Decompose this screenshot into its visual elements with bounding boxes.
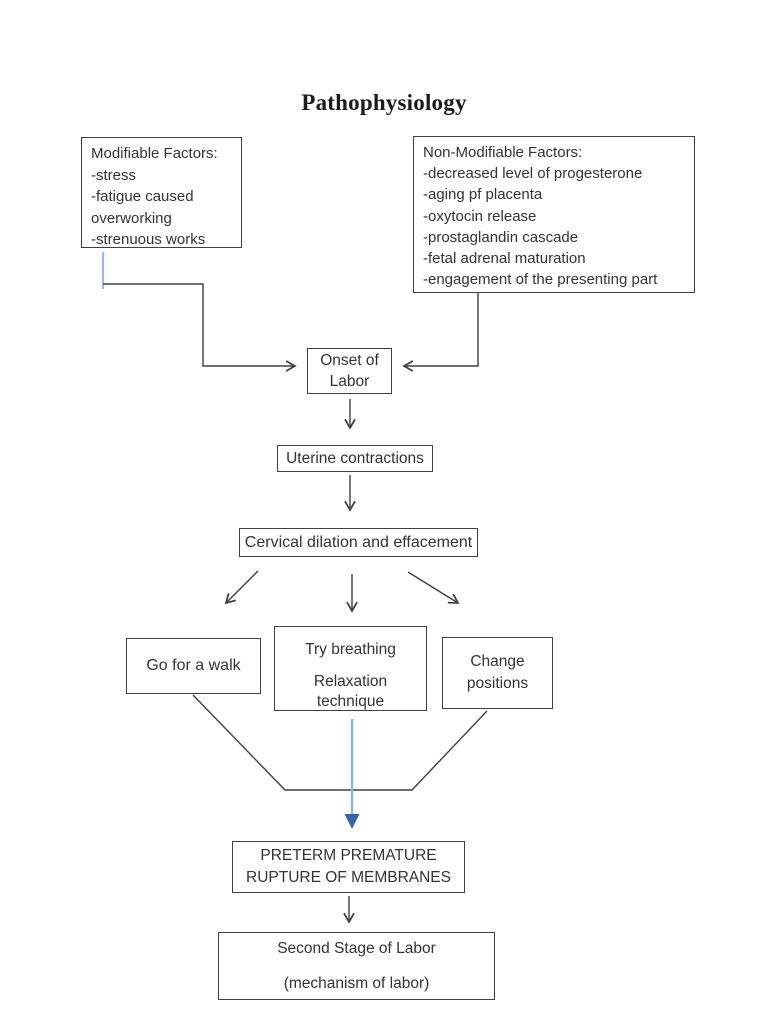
cervical-dilation-label: Cervical dilation and effacement xyxy=(244,533,473,551)
try-breathing-label: Try breathing xyxy=(305,641,396,658)
second-stage-label: Second Stage of Labor xyxy=(277,940,436,957)
arrow-cervical-to-change xyxy=(407,571,460,604)
non-modifiable-factors-box: Non-Modifiable Factors:-decreased level … xyxy=(413,136,695,293)
go-for-a-walk-box: Go for a walk xyxy=(126,638,261,694)
go-for-a-walk-label: Go for a walk xyxy=(146,657,241,675)
arrow-modifiable-to-onset xyxy=(103,283,297,372)
relaxation-technique-label: Relaxation technique xyxy=(313,672,388,710)
converging-lines xyxy=(192,694,488,791)
second-stage-box: Second Stage of Labor (mechanism of labo… xyxy=(218,932,495,1000)
mechanism-of-labor-label: (mechanism of labor) xyxy=(283,974,430,992)
uterine-contractions-box: Uterine contractions xyxy=(277,445,433,472)
arrow-cervical-to-walk xyxy=(224,570,259,605)
modifiable-factors-box: Modifiable Factors:-stress-fatigue cause… xyxy=(81,137,242,248)
cervical-dilation-box: Cervical dilation and effacement xyxy=(239,528,478,557)
arrow-nonmodifiable-to-onset xyxy=(402,293,479,372)
blue-arrow-head xyxy=(344,814,360,829)
uterine-contractions-label: Uterine contractions xyxy=(286,449,424,467)
try-breathing-box: Try breathing Relaxation technique xyxy=(274,626,427,711)
page-title: Pathophysiology xyxy=(301,90,467,115)
